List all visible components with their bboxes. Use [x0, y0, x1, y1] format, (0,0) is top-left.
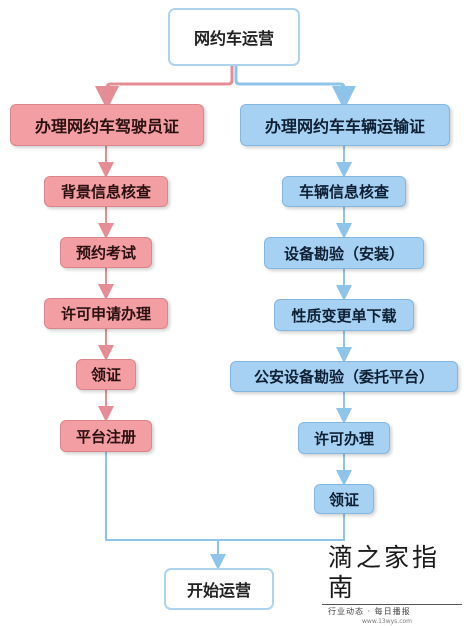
right-step-6-label: 领证: [328, 490, 359, 509]
right-branch-header-label: 办理网约车车辆运输证: [264, 117, 425, 136]
right-step-1: 车辆信息核查: [282, 176, 406, 207]
watermark: 滴之家指南 行业动态 · 每日播报 www.13wys.com: [322, 543, 462, 626]
left-step-1-label: 背景信息核查: [60, 183, 151, 201]
left-branch-header-label: 办理网约车驾驶员证: [34, 117, 179, 136]
left-step-3: 许可申请办理: [44, 298, 168, 329]
right-step-1-label: 车辆信息核查: [298, 183, 389, 201]
right-step-2-label: 设备勘验（安装）: [283, 244, 404, 263]
branch-line-right: [234, 66, 356, 110]
right-step-2: 设备勘验（安装）: [264, 237, 424, 269]
right-step-4-label: 公安设备勘验（委托平台）: [253, 368, 434, 386]
left-branch-header: 办理网约车驾驶员证: [10, 104, 204, 146]
watermark-url: www.13wys.com: [362, 618, 413, 625]
left-step-4: 领证: [76, 359, 136, 390]
end-node-label: 开始运营: [186, 581, 251, 600]
right-step-6: 领证: [314, 484, 374, 514]
watermark-subtitle: 行业动态 · 每日播报: [328, 607, 411, 616]
branch-line-left: [95, 66, 234, 110]
right-branch-header: 办理网约车车辆运输证: [240, 104, 450, 146]
top-node-label: 网约车运营: [193, 29, 274, 48]
right-step-3: 性质变更单下载: [274, 299, 414, 331]
right-step-5: 许可办理: [298, 422, 390, 454]
left-step-5: 平台注册: [60, 420, 152, 452]
left-step-5-label: 平台注册: [75, 427, 136, 446]
left-step-4-label: 领证: [90, 366, 121, 384]
watermark-title: 滴之家指南: [328, 543, 441, 602]
end-node: 开始运营: [164, 568, 274, 610]
left-step-2-label: 预约考试: [75, 244, 136, 262]
left-step-3-label: 许可申请办理: [60, 305, 151, 323]
merge-line-right: [218, 514, 345, 541]
merge-line-left: [105, 452, 218, 541]
left-step-2: 预约考试: [60, 237, 152, 268]
right-step-3-label: 性质变更单下载: [291, 306, 397, 325]
left-step-1: 背景信息核查: [44, 176, 168, 207]
right-step-4: 公安设备勘验（委托平台）: [230, 361, 458, 392]
right-step-5-label: 许可办理: [313, 429, 374, 448]
watermark-divider: [322, 604, 462, 605]
top-node: 网约车运营: [168, 8, 300, 66]
